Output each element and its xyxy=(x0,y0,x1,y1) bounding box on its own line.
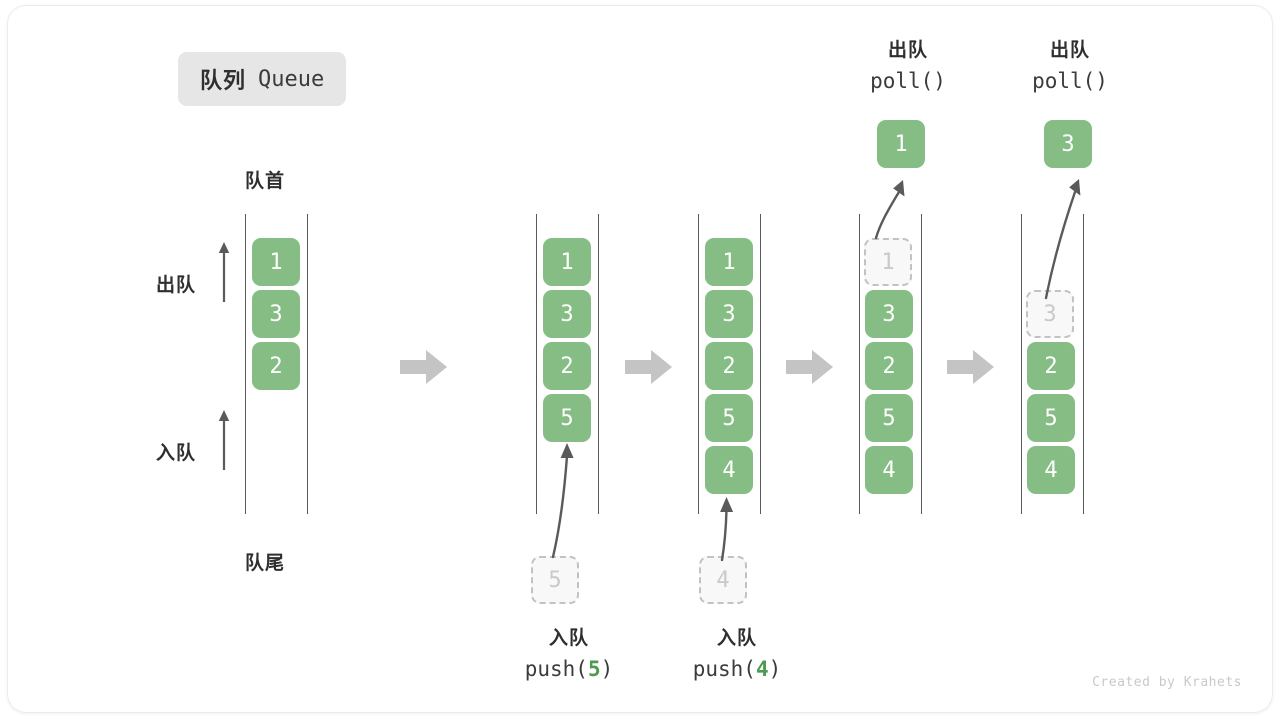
incoming-element-ghost: 4 xyxy=(699,556,747,604)
enqueue-direction-label: 入队 xyxy=(156,443,197,464)
poll-motion-arrow-icon xyxy=(874,180,905,240)
queue-rail-left xyxy=(245,214,246,514)
diagram-title: 队列 Queue xyxy=(178,52,347,106)
queue-rail-right xyxy=(1083,214,1084,514)
push5-label-code: push(5) xyxy=(524,657,614,682)
poll1-label-code: poll() xyxy=(870,69,946,94)
poll3-label-cn: 出队 xyxy=(1049,40,1090,61)
poll1-label-cn: 出队 xyxy=(887,40,928,61)
push4-label: 入队 push(4) xyxy=(642,624,832,686)
push4-label-cn: 入队 xyxy=(716,628,757,649)
queue-element: 3 xyxy=(865,290,913,338)
queue-rail-right xyxy=(307,214,308,514)
incoming-element-ghost: 5 xyxy=(531,556,579,604)
poll-motion-arrow-icon xyxy=(1044,179,1081,300)
queue-element: 2 xyxy=(865,342,913,390)
queue-head-label: 队首 xyxy=(245,171,286,192)
queue-rail-left xyxy=(859,214,860,514)
push-motion-arrow-icon xyxy=(720,497,734,562)
queue-element: 5 xyxy=(1027,394,1075,442)
poll3-label: 出队 poll() xyxy=(975,36,1165,98)
queue-element: 2 xyxy=(705,342,753,390)
queue-rail-left xyxy=(536,214,537,514)
push4-label-code: push(4) xyxy=(692,657,782,682)
push-motion-arrow-icon xyxy=(551,443,574,559)
push5-label: 入队 push(5) xyxy=(474,624,664,686)
queue-element: 2 xyxy=(1027,342,1075,390)
queue-rail-right xyxy=(921,214,922,514)
queue-element-new: 4 xyxy=(705,446,753,494)
queue-element: 2 xyxy=(543,342,591,390)
queue-element: 3 xyxy=(705,290,753,338)
title-en: Queue xyxy=(258,66,325,92)
queue-rail-right xyxy=(598,214,599,514)
queue-element: 1 xyxy=(705,238,753,286)
queue-element: 3 xyxy=(252,290,300,338)
enqueue-direction-arrow-icon xyxy=(218,410,230,470)
queue-element: 2 xyxy=(252,342,300,390)
queue-element-ghost: 3 xyxy=(1026,290,1074,338)
watermark: Created by Krahets xyxy=(1092,675,1242,690)
step-arrow-2-icon xyxy=(625,350,672,384)
popped-element: 1 xyxy=(877,120,925,168)
queue-element: 1 xyxy=(543,238,591,286)
queue-tail-label: 队尾 xyxy=(245,553,286,574)
queue-element: 4 xyxy=(865,446,913,494)
queue-element: 3 xyxy=(543,290,591,338)
dequeue-direction-label: 出队 xyxy=(156,275,197,296)
push5-label-cn: 入队 xyxy=(548,628,589,649)
step-arrow-3-icon xyxy=(786,350,833,384)
queue-element: 1 xyxy=(252,238,300,286)
queue-element: 4 xyxy=(1027,446,1075,494)
step-arrow-4-icon xyxy=(947,350,994,384)
title-cn: 队列 xyxy=(200,68,247,93)
poll1-label: 出队 poll() xyxy=(813,36,1003,98)
dequeue-direction-arrow-icon xyxy=(218,242,230,302)
queue-element-ghost: 1 xyxy=(864,238,912,286)
step-arrow-1-icon xyxy=(400,350,447,384)
popped-element: 3 xyxy=(1044,120,1092,168)
queue-rail-left xyxy=(698,214,699,514)
queue-element: 5 xyxy=(865,394,913,442)
queue-element-new: 5 xyxy=(543,394,591,442)
queue-element: 5 xyxy=(705,394,753,442)
diagram-card: 队列 Queue 队首 队尾 出队 入队 1 3 2 1 3 2 5 5 xyxy=(8,6,1272,712)
poll3-label-code: poll() xyxy=(1032,69,1108,94)
queue-rail-right xyxy=(760,214,761,514)
queue-rail-left xyxy=(1021,214,1022,514)
